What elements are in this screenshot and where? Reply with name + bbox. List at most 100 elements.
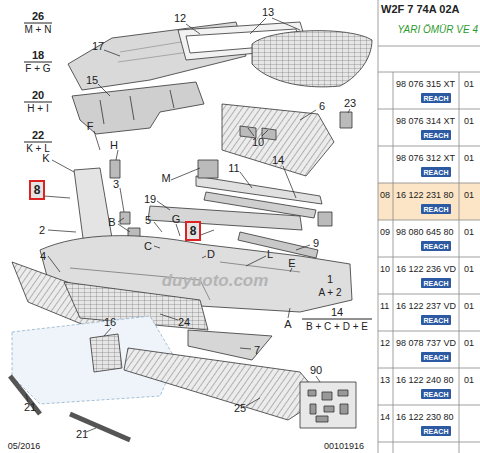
table-cell: 13 — [380, 376, 390, 385]
highlight-callout: 8 — [185, 221, 202, 241]
badge-text: REACH — [424, 243, 449, 250]
callout-label: 20 — [32, 90, 44, 101]
table-cell: 16 122 231 80 — [396, 191, 454, 200]
callout-label: 22 — [32, 130, 44, 141]
badge-text: REACH — [424, 206, 449, 213]
callout-label: 23 — [344, 98, 356, 109]
callout-label: 25 — [234, 403, 246, 414]
callout-label: 90 — [310, 365, 322, 376]
callout-label: 11 — [228, 163, 239, 174]
callout-label: L — [267, 249, 273, 260]
callout-label: 14 — [331, 307, 343, 318]
table-cell: 16 122 237 VD — [396, 302, 456, 311]
fraction-bars — [24, 23, 372, 319]
table-cell: 98 076 315 XT — [396, 80, 455, 89]
callout-label: 24 — [178, 317, 190, 328]
callout-label: G — [172, 214, 181, 225]
table-cell: 08 — [380, 191, 390, 200]
table-cell: 98 078 737 VD — [396, 339, 456, 348]
callout-label: H — [110, 140, 118, 151]
callout-label: 19 — [144, 194, 156, 205]
reach-badge: REACH — [421, 167, 452, 177]
callout-number: 8 — [34, 184, 41, 196]
callout-label: 9 — [313, 238, 319, 249]
table-cell: 16 122 240 80 — [396, 376, 454, 385]
reach-badge: REACH — [421, 241, 452, 251]
callout-label: D — [207, 249, 215, 260]
table-cell: 01 — [464, 339, 474, 348]
callout-label: 14 — [272, 155, 284, 166]
callout-label: 21 — [24, 402, 36, 413]
callout-label: 1 — [327, 274, 333, 285]
leader-lines — [26, 18, 350, 432]
table-cell: 01 — [464, 80, 474, 89]
callout-label: 10 — [252, 137, 264, 148]
badge-text: REACH — [424, 169, 449, 176]
table-cell: YARI ÖMÜR VE 4 — [397, 25, 478, 35]
badge-text: REACH — [424, 132, 449, 139]
table-cell: 16 122 230 80 — [396, 413, 454, 422]
badge-text: REACH — [424, 280, 449, 287]
callout-label: B — [108, 217, 115, 228]
callout-label: 2 — [39, 225, 45, 236]
badge-text: REACH — [424, 391, 449, 398]
table-cell: 01 — [464, 228, 474, 237]
table-cell: 98 080 645 80 — [396, 228, 454, 237]
reach-badge: REACH — [421, 315, 452, 325]
badge-text: REACH — [424, 354, 449, 361]
table-cell: 14 — [380, 413, 390, 422]
callout-label: 17 — [92, 41, 104, 52]
callout-label: 21 — [76, 429, 88, 440]
table-cell: 01 — [464, 117, 474, 126]
callout-label: 3 — [113, 179, 119, 190]
reach-badge: REACH — [421, 352, 452, 362]
callout-label: 00101916 — [324, 442, 364, 451]
callout-label: M — [161, 173, 170, 184]
callout-label: 18 — [32, 50, 44, 61]
table-cell: 98 076 314 XT — [396, 117, 455, 126]
table-cell: 01 — [464, 302, 474, 311]
callout-label: 13 — [262, 7, 274, 18]
callout-number: 8 — [190, 225, 197, 237]
table-cell: 11 — [380, 302, 389, 311]
table-cell: 09 — [380, 228, 390, 237]
reach-badge: REACH — [421, 426, 452, 436]
callout-label: K — [42, 153, 49, 164]
callout-label: 16 — [104, 317, 116, 328]
callout-label: 26 — [32, 11, 44, 22]
table-cell: 01 — [464, 376, 474, 385]
table-cell: W2F 7 74A 02A — [381, 4, 459, 15]
callout-label: B + C + D + E — [306, 322, 368, 332]
parts — [10, 22, 372, 440]
badge-text: REACH — [424, 317, 449, 324]
callout-label: 12 — [174, 13, 186, 24]
table-grid — [378, 0, 480, 453]
reach-badge: REACH — [421, 93, 452, 103]
callout-label: M + N — [25, 25, 52, 35]
callout-label: 6 — [319, 101, 325, 112]
badge-text: REACH — [424, 428, 449, 435]
table-cell: 10 — [380, 265, 390, 274]
callout-label: 5 — [145, 215, 151, 226]
callout-label: 15 — [86, 75, 98, 86]
watermark: duyuoto.com — [162, 272, 269, 289]
reach-badge: REACH — [421, 278, 452, 288]
callout-label: H + I — [27, 104, 48, 114]
callout-label: E — [288, 258, 295, 269]
table-cell: 12 — [380, 339, 390, 348]
reach-badge: REACH — [421, 389, 452, 399]
table-cell: 98 076 312 XT — [396, 154, 455, 163]
callout-label: A + 2 — [318, 288, 341, 298]
table-cell: 01 — [464, 265, 474, 274]
callout-label: 05/2016 — [8, 442, 41, 451]
highlight-callout: 8 — [29, 180, 46, 200]
callout-label: F — [87, 121, 94, 132]
table-cell: 01 — [464, 154, 474, 163]
callout-label: A — [284, 319, 291, 330]
callout-label: 4 — [40, 251, 46, 262]
badge-text: REACH — [424, 95, 449, 102]
callout-label: 7 — [254, 345, 260, 356]
callout-label: C — [144, 241, 152, 252]
callout-label: F + G — [25, 64, 50, 74]
